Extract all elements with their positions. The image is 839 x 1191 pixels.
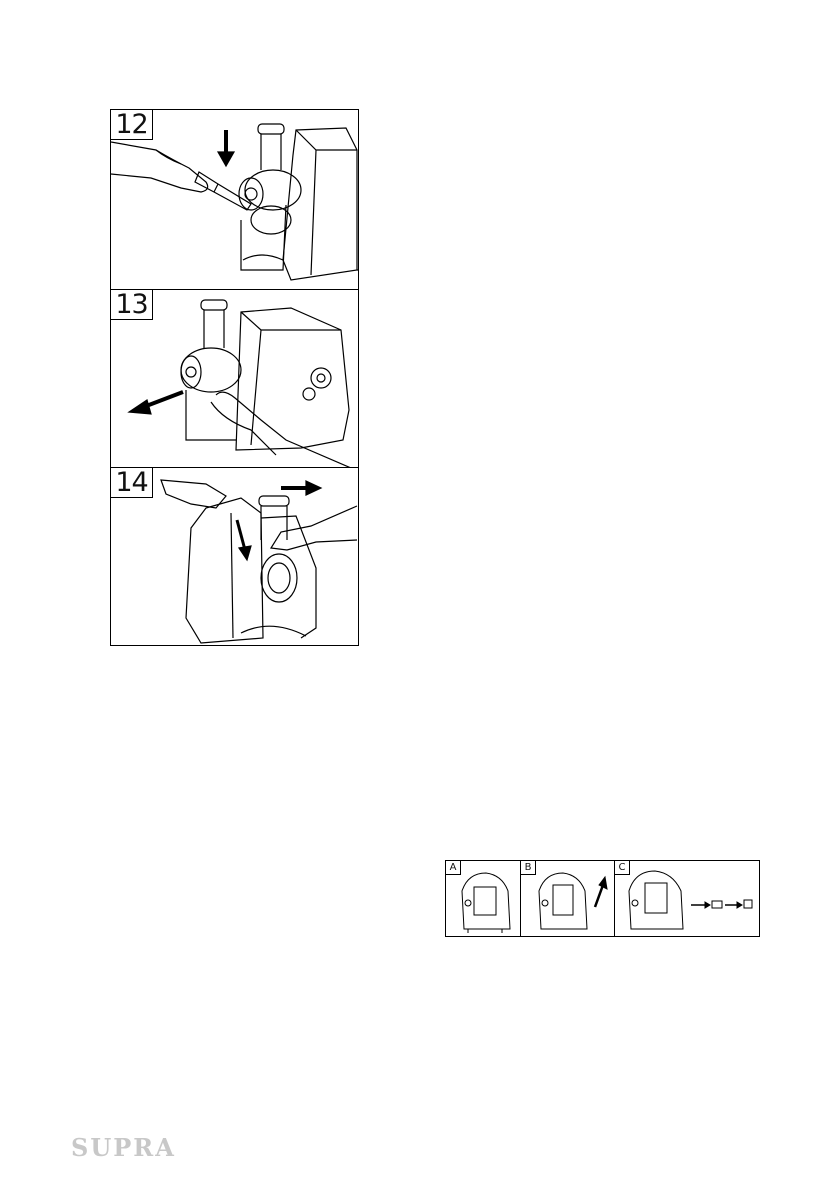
sub-step-c: C [615, 861, 759, 936]
step-panel-14: 14 [111, 468, 358, 645]
step-panel-13: 13 [111, 290, 358, 468]
step-number: 12 [111, 110, 153, 140]
sub-step-b: B [521, 861, 615, 936]
brand-logo: SUPRA [71, 1133, 176, 1162]
disassembly-steps: A B C [445, 860, 760, 937]
instruction-panels: 12 13 [110, 109, 359, 646]
step-number: 13 [111, 290, 153, 320]
sub-step-letter: A [446, 861, 461, 875]
sub-step-letter: C [615, 861, 630, 875]
sub-step-a: A [446, 861, 521, 936]
illustration-sub-step-c [615, 861, 759, 936]
step-number: 14 [111, 468, 153, 498]
step-panel-12: 12 [111, 110, 358, 290]
sub-step-letter: B [521, 861, 536, 875]
